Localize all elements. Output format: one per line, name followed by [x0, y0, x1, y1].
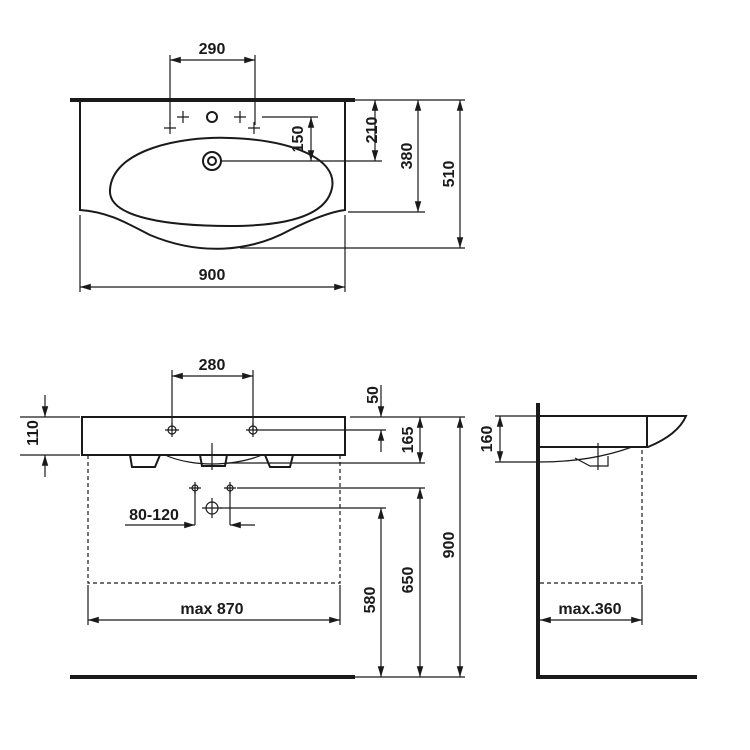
front-view: 280 50 110 165 80-120 650 580 900 max 87… [20, 357, 465, 679]
drain-icon [202, 151, 222, 171]
basin-underside [129, 454, 294, 468]
dim-label-150: 150 [290, 126, 307, 153]
bowl-outline [108, 136, 334, 228]
basin-profile [540, 415, 688, 448]
dim-label-900-height: 900 [441, 532, 458, 559]
basin-outline [79, 100, 346, 250]
dim-label-165: 165 [400, 427, 417, 454]
dim-label-580: 580 [362, 587, 379, 614]
wall-and-floor [536, 403, 697, 679]
dim-label-510: 510 [441, 161, 458, 188]
dim-label-160: 160 [479, 426, 496, 453]
dim-label-650: 650 [400, 567, 417, 594]
side-view: 160 max.360 [479, 403, 697, 679]
drain-inner [207, 156, 217, 166]
dim-label-280: 280 [199, 357, 226, 374]
dim-label-290: 290 [199, 41, 226, 58]
hole-markers [165, 423, 260, 518]
top-view: 290 150 210 380 510 900 [70, 41, 465, 292]
dim-label-50: 50 [365, 386, 382, 404]
tap-hole-icon [206, 111, 218, 123]
dim-label-210: 210 [364, 117, 381, 144]
dim-label-110: 110 [25, 420, 42, 446]
dim-label-80-120: 80-120 [129, 507, 179, 524]
basin-rim [81, 416, 346, 456]
dim-label-max-360: max.360 [558, 601, 621, 618]
dim-label-900-width: 900 [199, 267, 226, 284]
tap-hole-markers [164, 111, 260, 134]
dim-label-380: 380 [399, 143, 416, 170]
dim-label-max-870: max 870 [180, 601, 243, 618]
